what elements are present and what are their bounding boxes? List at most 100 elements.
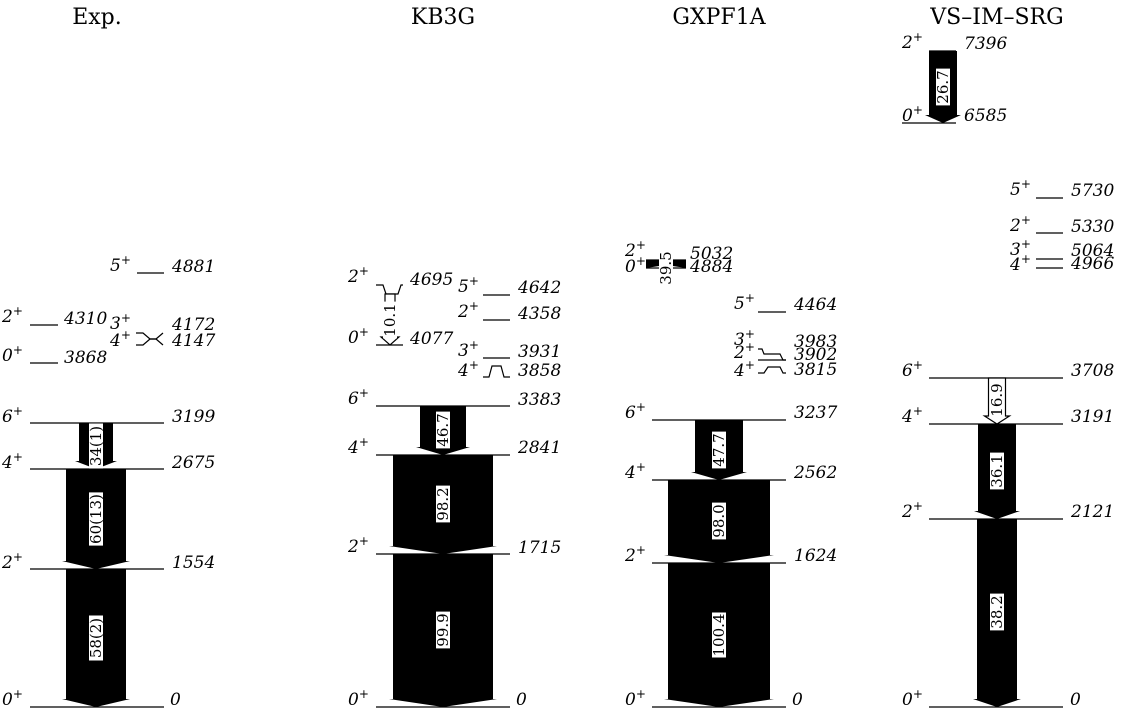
level-spin-label: 5+: [1010, 177, 1031, 200]
level-energy-label: 0: [1070, 690, 1081, 710]
transition-value-label: 99.9: [434, 613, 452, 646]
spin-value: 4: [347, 438, 359, 458]
parity-sign: +: [745, 327, 755, 341]
level-spin-label: 3+: [110, 311, 131, 334]
transition-value-label: 10.1: [381, 303, 399, 336]
spin-value: 5: [1010, 180, 1021, 200]
spin-value: 0: [348, 328, 359, 348]
parity-sign: +: [359, 687, 369, 701]
level-spin-label: 4+: [624, 460, 646, 483]
panel-title-vs-im-srg: VS–IM–SRG: [929, 5, 1063, 30]
level-spin-label: 6+: [348, 386, 369, 409]
level-energy-label: 5032: [690, 244, 733, 264]
transition-value-label: 46.7: [434, 413, 452, 446]
level-energy-label: 6585: [964, 106, 1007, 126]
parity-sign: +: [13, 450, 23, 464]
transition-label-box: [436, 611, 450, 649]
level-spin-label: 2+: [1009, 213, 1031, 236]
transition-label-box: [990, 452, 1004, 490]
transition-value-label: 34(1): [87, 426, 105, 466]
parity-sign: +: [469, 358, 479, 372]
spin-value: 2: [1, 553, 13, 573]
parity-sign: +: [1021, 213, 1031, 227]
parity-sign: +: [745, 340, 755, 354]
level-energy-label: 4881: [171, 257, 215, 277]
parity-sign: +: [13, 550, 23, 564]
transition-value-label: 16.9: [988, 383, 1006, 416]
parity-sign: +: [636, 254, 646, 268]
level-energy-label: 4884: [689, 257, 733, 277]
level-energy-label: 4077: [409, 329, 453, 349]
spin-value: 5: [734, 294, 745, 314]
parity-sign: +: [745, 291, 755, 305]
spin-value: 4: [901, 407, 913, 427]
level-energy-label: 3708: [1071, 361, 1114, 381]
transition-label-box: [436, 411, 450, 449]
level-spin-label: 6+: [902, 358, 923, 381]
transition-value-label: 26.7: [934, 70, 952, 103]
spin-value: 6: [625, 403, 636, 423]
parity-sign: +: [13, 343, 23, 357]
level-spin-label: 4+: [457, 358, 479, 381]
spin-value: 4: [624, 463, 636, 483]
level-energy-label: 1554: [172, 553, 215, 573]
level-spin-label: 2+: [457, 299, 479, 322]
parity-sign: +: [913, 358, 923, 372]
level-energy-label: 2121: [1070, 502, 1114, 522]
level-energy-label: 4310: [63, 309, 107, 329]
spin-value: 0: [902, 106, 913, 126]
transition-label-box: [990, 381, 1004, 419]
transition-label-box: [712, 502, 726, 540]
parity-sign: +: [121, 253, 131, 267]
level-line: [758, 366, 786, 374]
transition-label-box: [659, 249, 673, 287]
spin-value: 0: [2, 346, 13, 366]
transition-value-label: 98.0: [710, 504, 728, 537]
transition-value-label: 36.1: [988, 454, 1006, 487]
parity-sign: +: [359, 264, 369, 278]
level-spin-label: 0+: [625, 687, 646, 710]
level-spin-label: 2+: [733, 340, 755, 363]
transition-value-label: 58(2): [87, 618, 105, 658]
level-energy-label: 3237: [794, 403, 837, 423]
level-line: [758, 348, 786, 361]
level-energy-label: 5730: [1071, 181, 1114, 201]
level-energy-label: 4172: [171, 315, 215, 335]
spin-value: 2: [1009, 216, 1021, 236]
level-energy-label: 3902: [794, 345, 837, 365]
spin-value: 5: [458, 277, 469, 297]
level-spin-label: 2+: [901, 499, 923, 522]
transition-label-box: [712, 612, 726, 658]
parity-sign: +: [636, 400, 646, 414]
level-energy-label: 1715: [518, 538, 561, 558]
spin-value: 3: [1010, 240, 1021, 260]
level-energy-label: 4966: [1070, 254, 1114, 274]
spin-value: 4: [109, 331, 121, 351]
parity-sign: +: [913, 404, 923, 418]
spin-value: 2: [1, 307, 13, 327]
parity-sign: +: [745, 358, 755, 372]
parity-sign: +: [913, 30, 923, 44]
spin-value: 0: [2, 690, 13, 710]
level-energy-label: 0: [792, 690, 803, 710]
spin-value: 3: [110, 314, 121, 334]
level-spin-label: 4+: [1009, 252, 1031, 275]
parity-sign: +: [469, 299, 479, 313]
panel-title-kb3g: KB3G: [411, 5, 475, 30]
transition-label-box: [89, 492, 103, 546]
spin-value: 2: [457, 302, 469, 322]
spin-value: 0: [902, 690, 913, 710]
parity-sign: +: [121, 328, 131, 342]
level-line: [483, 365, 510, 378]
level-line: [136, 332, 164, 340]
parity-sign: +: [13, 404, 23, 418]
spin-value: 6: [348, 389, 359, 409]
spin-value: 6: [2, 407, 13, 427]
level-spin-label: 4+: [733, 358, 755, 381]
level-energy-label: 3815: [794, 360, 837, 380]
level-energy-label: 3199: [172, 407, 215, 427]
level-spin-label: 6+: [2, 404, 23, 427]
transition-value-label: 60(13): [87, 494, 105, 544]
level-energy-label: 7396: [964, 34, 1007, 54]
parity-sign: +: [359, 435, 369, 449]
